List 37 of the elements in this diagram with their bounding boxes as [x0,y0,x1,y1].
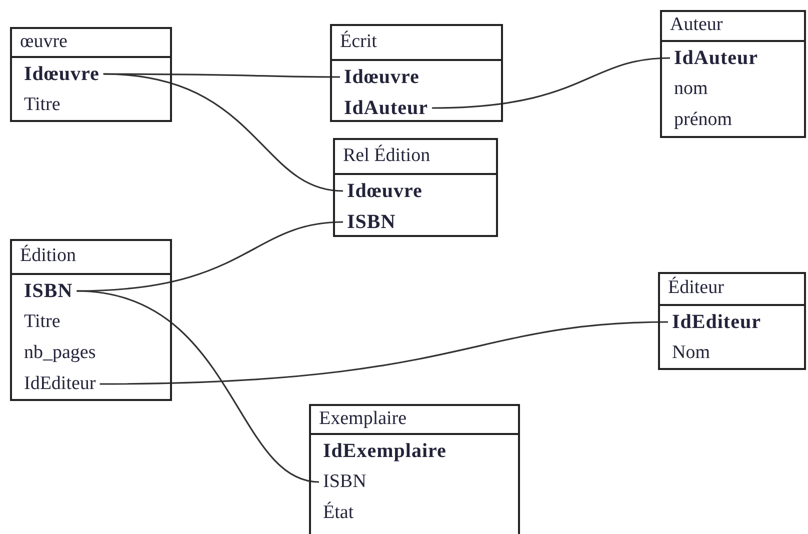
table-box [333,138,498,237]
table-box [309,404,520,534]
key-attribute: Idœuvre [340,65,424,89]
key-attribute: ISBN [343,210,400,234]
attribute: État [319,501,358,525]
connector-line [103,73,344,192]
attribute: nom [670,77,712,101]
table-header: Auteur [662,12,804,42]
key-attribute: IdAuteur [340,96,432,120]
key-attribute: IdExemplaire [319,439,450,463]
table-box [658,272,806,370]
attribute: Nom [668,341,714,365]
attribute: ISBN [319,470,370,494]
table-box [10,239,172,401]
attribute: IdEditeur [20,372,100,396]
table-header: œuvre [12,29,170,58]
attribute: Titre [20,310,64,334]
key-attribute: ISBN [20,279,77,303]
key-attribute: IdEditeur [668,310,765,334]
attribute: prénom [670,108,736,132]
table-box [660,10,806,138]
table-header: Éditeur [660,274,804,306]
table-header: Écrit [332,26,501,61]
table-box [330,24,503,122]
key-attribute: Idœuvre [20,62,104,86]
connector-line [103,73,340,78]
connector-line [432,57,670,109]
connector-line [76,290,320,483]
table-box [10,27,172,122]
attribute: nb_pages [20,341,100,365]
table-header: Rel Édition [335,140,496,175]
table-header: Édition [12,241,170,275]
table-header: Exemplaire [311,406,518,435]
connector-line [100,321,668,385]
key-attribute: IdAuteur [670,46,762,70]
attribute: Titre [20,93,64,117]
key-attribute: Idœuvre [343,179,426,203]
